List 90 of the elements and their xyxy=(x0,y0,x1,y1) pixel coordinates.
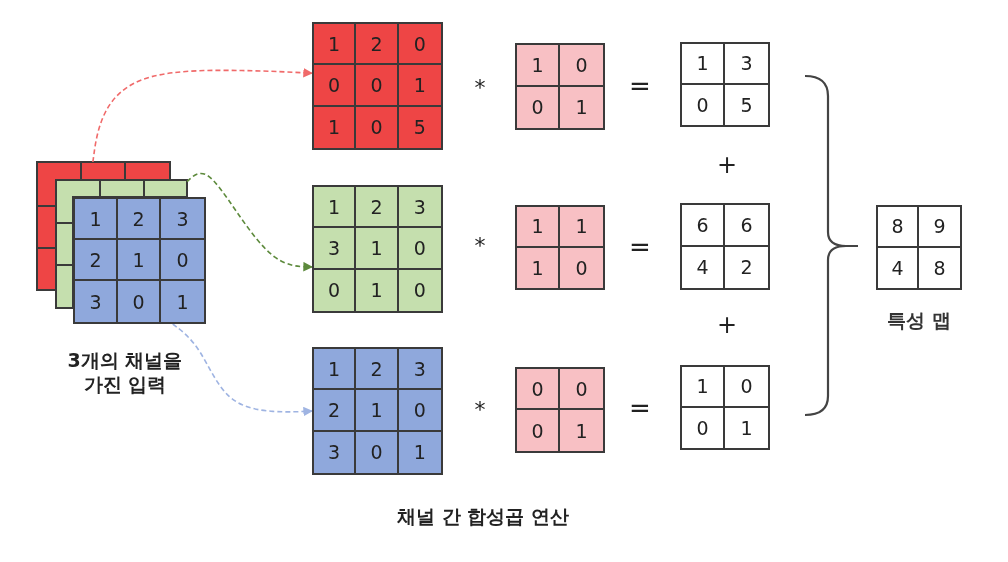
matrix-cell: 1 xyxy=(517,207,560,248)
matrix-grid xyxy=(680,203,770,290)
matrix-cell: 0 xyxy=(398,390,441,432)
caption-text: 3개의 채널을 가진 입력 xyxy=(66,349,184,397)
operator-symbol: + xyxy=(716,150,738,180)
matrix-grid xyxy=(515,205,605,290)
matrix-cell: 0 xyxy=(725,367,768,408)
matrix-cell-text: 5 xyxy=(412,115,427,141)
operator-symbol: = xyxy=(629,69,651,103)
matrix-cell: 3 xyxy=(398,349,441,391)
matrix-cell: 3 xyxy=(314,431,357,473)
output-caption: 특성 맵 xyxy=(887,308,951,333)
matrix-cell: 1 xyxy=(398,65,441,107)
matrix-cell-text: 0 xyxy=(412,278,427,304)
matrix-cell-text: 1 xyxy=(574,418,589,444)
matrix-cell: 1 xyxy=(356,269,399,311)
matrix-cell-text: 1 xyxy=(412,440,427,466)
matrix-grid xyxy=(312,22,443,150)
matrix-cell: 2 xyxy=(118,199,161,240)
matrix-cell: 0 xyxy=(682,407,725,448)
matrix-cell: 3 xyxy=(161,199,204,240)
matrix-cell: 0 xyxy=(314,65,357,107)
matrix-cell: 2 xyxy=(356,24,399,66)
matrix-cell-text: 5 xyxy=(739,92,754,118)
matrix-cell: 3 xyxy=(725,44,768,85)
stacked-matrix-layer xyxy=(55,179,188,309)
matrix-cell: 2 xyxy=(356,187,399,229)
matrix-cell-text: 1 xyxy=(175,289,190,315)
matrix-cell: 0 xyxy=(314,269,357,311)
matrix-cell: 0 xyxy=(118,281,161,322)
matrix-cell: 1 xyxy=(682,44,725,85)
matrix-cell: 1 xyxy=(517,247,560,288)
operator-symbol: * xyxy=(474,74,486,102)
caption-text: 채널 간 합성곱 연산 xyxy=(397,505,569,529)
matrix-cell: 4 xyxy=(682,246,725,288)
matrix-cell-text: 1 xyxy=(739,415,754,441)
matrix-cell: 3 xyxy=(314,228,357,270)
operator-symbol: + xyxy=(716,310,738,340)
matrix-cell: 4 xyxy=(878,247,919,288)
matrix-cell: 8 xyxy=(878,207,919,248)
matrix-cell-text: 0 xyxy=(574,255,589,281)
matrix-grid xyxy=(515,367,605,453)
matrix-grid xyxy=(515,43,605,130)
matrix-cell: 6 xyxy=(682,205,725,247)
matrix-grid xyxy=(312,347,443,475)
matrix-grid xyxy=(73,197,206,324)
matrix-cell-text: 1 xyxy=(574,95,589,121)
matrix-cell: 0 xyxy=(517,410,560,451)
matrix-cell: 0 xyxy=(356,65,399,107)
matrix-cell: 0 xyxy=(161,240,204,281)
matrix-cell: 2 xyxy=(75,240,118,281)
matrix-cell: 1 xyxy=(517,45,560,87)
matrix-cell: 1 xyxy=(75,199,118,240)
matrix-cell: 1 xyxy=(560,207,603,248)
matrix-cell: 9 xyxy=(919,207,960,248)
matrix-cell: 1 xyxy=(314,187,357,229)
operator-symbol: * xyxy=(474,232,486,260)
matrix-grid xyxy=(312,185,443,313)
matrix-cell: 1 xyxy=(356,228,399,270)
matrix-cell: 1 xyxy=(356,390,399,432)
matrix-cell: 0 xyxy=(356,431,399,473)
matrix-cell: 2 xyxy=(356,349,399,391)
matrix-grid xyxy=(680,365,770,450)
operator-symbol: = xyxy=(629,230,651,264)
matrix-cell: 0 xyxy=(356,106,399,148)
dashed-arrow xyxy=(171,323,313,417)
matrix-cell-text: 2 xyxy=(739,255,754,281)
dashed-arrow xyxy=(92,67,313,163)
matrix-cell: 1 xyxy=(314,106,357,148)
dashed-arrow xyxy=(186,172,313,272)
operator-symbol: * xyxy=(474,396,486,424)
matrix-cell: 0 xyxy=(398,228,441,270)
matrix-cell: 3 xyxy=(398,187,441,229)
matrix-cell: 0 xyxy=(398,24,441,66)
matrix-cell: 0 xyxy=(560,45,603,87)
matrix-cell: 1 xyxy=(314,349,357,391)
matrix-cell: 1 xyxy=(314,24,357,66)
matrix-cell: 0 xyxy=(682,84,725,125)
matrix-cell: 0 xyxy=(560,369,603,410)
matrix-cell: 0 xyxy=(517,369,560,410)
matrix-cell: 6 xyxy=(725,205,768,247)
matrix-cell: 2 xyxy=(314,390,357,432)
matrix-cell: 1 xyxy=(682,367,725,408)
matrix-grid xyxy=(876,205,962,290)
operator-symbol: = xyxy=(629,391,651,425)
matrix-cell: 0 xyxy=(517,86,560,128)
matrix-cell-text: 8 xyxy=(932,255,947,281)
matrix-grid xyxy=(680,42,770,127)
matrix-cell: 1 xyxy=(118,240,161,281)
matrix-cell: 3 xyxy=(75,281,118,322)
